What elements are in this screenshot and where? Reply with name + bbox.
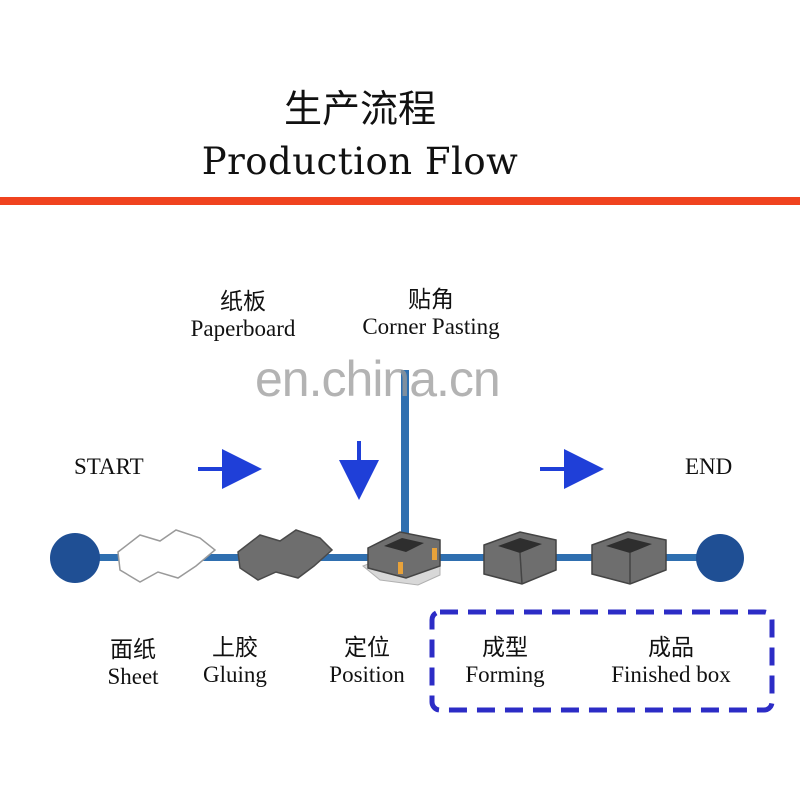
forming-box-icon (483, 531, 557, 585)
corner-pasting-label-cn: 贴角 (408, 287, 454, 313)
paperboard-label-en: Paperboard (190, 316, 296, 341)
finished-box-icon (591, 531, 667, 585)
step-label-cn: 成型 (482, 635, 528, 661)
step-label-cn: 成品 (648, 635, 694, 661)
corner-pasting-label-en: Corner Pasting (362, 314, 500, 339)
end-node (696, 534, 744, 582)
step-label-en: Gluing (203, 662, 267, 687)
paperboard-label: 纸板 Paperboard (168, 282, 318, 342)
step-label-cn: 定位 (344, 635, 390, 661)
step-label-en: Sheet (107, 664, 159, 689)
watermark: en.china.cn (255, 351, 501, 407)
position-box-icon (367, 531, 441, 579)
title-chinese: 生产流程 (283, 87, 436, 131)
start-node (50, 533, 100, 583)
paperboard-feed-line (401, 370, 409, 535)
step-label-en: Finished box (611, 662, 731, 687)
paperboard-label-cn: 纸板 (220, 289, 266, 315)
step-finished-label: 成品 Finished box (586, 628, 756, 688)
step-label-en: Forming (465, 662, 545, 687)
sheet-shape (117, 529, 217, 583)
step-label-en: Position (329, 662, 405, 687)
forming-finished-highlight (429, 609, 775, 713)
step-label-cn: 上胶 (212, 635, 258, 661)
step-forming-label: 成型 Forming (440, 628, 570, 688)
end-label: END (685, 454, 733, 479)
step-label-cn: 面纸 (110, 637, 156, 663)
step-sheet-label: 面纸 Sheet (88, 630, 178, 690)
start-label: START (74, 454, 144, 479)
page-title: Production Flow (201, 140, 519, 183)
step-gluing-label: 上胶 Gluing (190, 628, 280, 688)
step-position-label: 定位 Position (312, 628, 422, 688)
gluing-shape (237, 529, 334, 581)
corner-pasting-label: 贴角 Corner Pasting (336, 280, 526, 340)
title-divider (0, 197, 800, 205)
